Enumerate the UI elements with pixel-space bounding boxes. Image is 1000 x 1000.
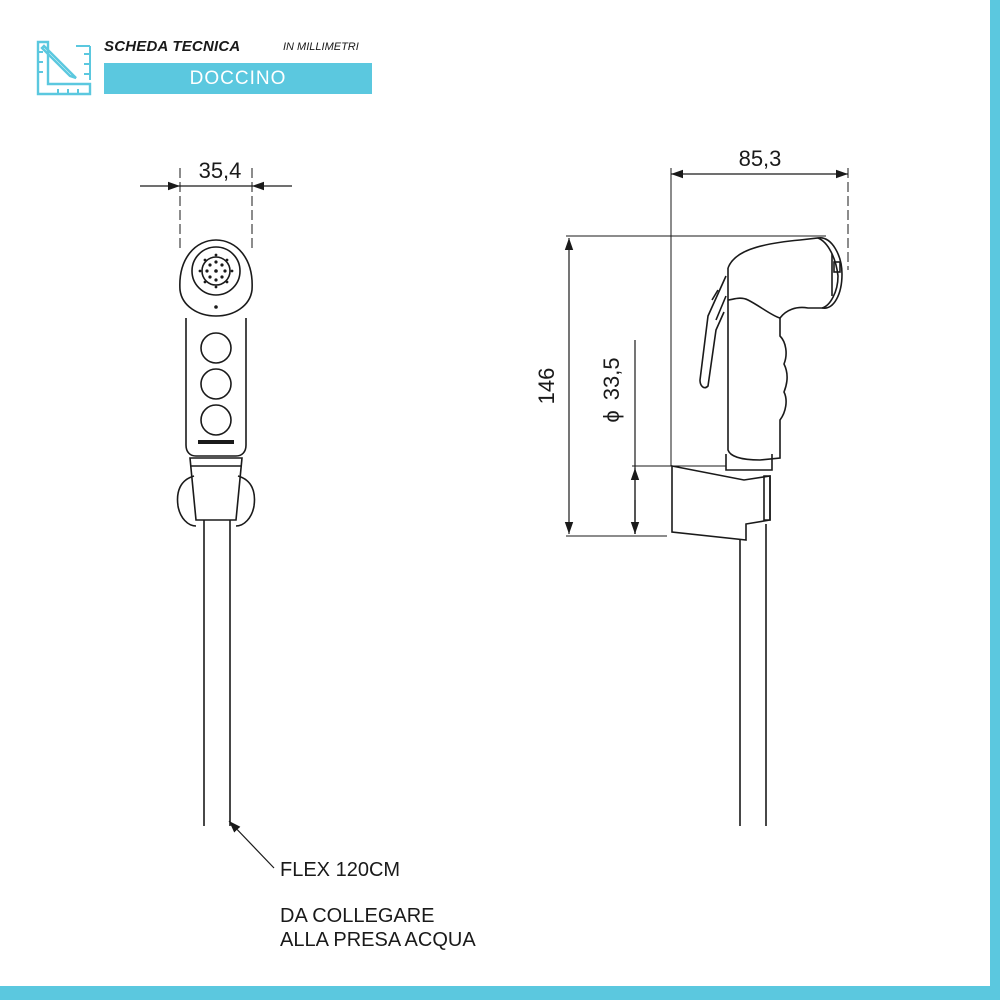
product-name: DOCCINO: [189, 68, 287, 89]
connection-note-line1: DA COLLEGARE: [280, 905, 435, 927]
ruler-pencil-icon: [36, 40, 92, 96]
connection-note-line2: ALLA PRESA ACQUA: [280, 929, 476, 951]
spray-nozzles: [198, 253, 234, 309]
sheet-title: SCHEDA TECNICA: [104, 38, 241, 55]
front-view: [140, 168, 292, 826]
diameter-value: 33,5: [599, 357, 624, 400]
height-dimension: 146: [534, 368, 559, 405]
svg-text:ϕ 33,5: ϕ 33,5: [599, 357, 624, 422]
side-view: [564, 168, 849, 826]
hose-length-note: FLEX 120CM: [280, 859, 400, 881]
side-depth-dimension: 85,3: [739, 146, 782, 171]
product-banner: DOCCINO: [104, 63, 372, 94]
hose-leader: [228, 820, 275, 869]
front-width-dimension: 35,4: [199, 158, 242, 183]
diameter-symbol: ϕ: [599, 410, 624, 422]
diameter-dimension: ϕ 33,5: [599, 357, 624, 422]
units-label: IN MILLIMETRI: [283, 41, 359, 53]
